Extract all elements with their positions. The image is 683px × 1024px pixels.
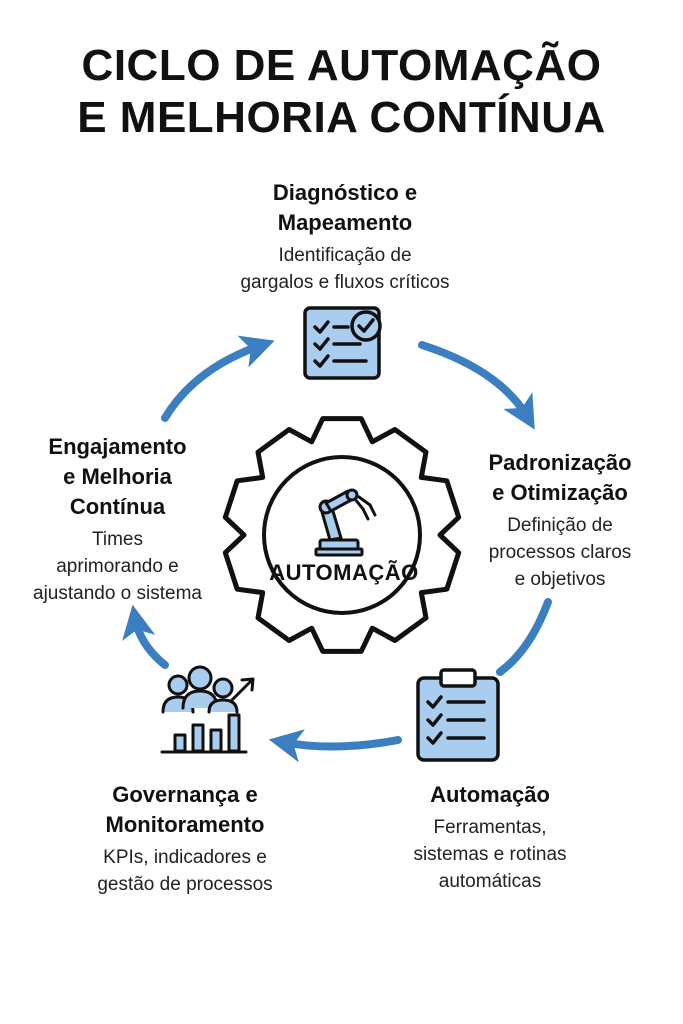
cycle-arrow-diag-to-pad (418, 341, 535, 430)
title-line-1: CICLO DE AUTOMAÇÃO (81, 41, 602, 90)
stage-desc-line: sistemas e rotinas (413, 844, 567, 865)
stage-engajamento: Engajamento e Melhoria Contínua Times ap… (10, 432, 225, 607)
stage-title: Engajamento e Melhoria Contínua (10, 432, 225, 522)
stage-title: Padronização e Otimização (455, 448, 665, 508)
page-title: CICLO DE AUTOMAÇÃO E MELHORIA CONTÍNUA (0, 40, 683, 144)
stage-desc-line: gargalos e fluxos críticos (240, 272, 450, 293)
center-label: AUTOMAÇÃO (269, 560, 419, 585)
stage-description: KPIs, indicadores e gestão de processos (70, 844, 300, 898)
stage-title-line: Engajamento (48, 434, 187, 459)
cycle-arrow-pad-to-aut (496, 598, 552, 676)
stage-desc-line: gestão de processos (97, 874, 273, 895)
stage-diagnostico: Diagnóstico e Mapeamento Identificação d… (205, 178, 485, 296)
stage-title-line: Governança e (112, 782, 258, 807)
stage-desc-line: Identificação de (278, 245, 412, 266)
robot-arm-icon (314, 488, 377, 557)
stage-automacao: Automação Ferramentas, sistemas e rotina… (385, 780, 595, 895)
stage-padronizacao: Padronização e Otimização Definição de p… (455, 448, 665, 593)
stage-desc-line: Times (91, 529, 144, 550)
stage-title: Governança e Monitoramento (70, 780, 300, 840)
stage-title-line: Contínua (69, 494, 166, 519)
stage-desc-line: Definição de (507, 515, 613, 536)
stage-title: Diagnóstico e Mapeamento (205, 178, 485, 238)
cycle-arrow-gov-to-eng (122, 604, 169, 669)
clipboard-checklist-icon (416, 668, 500, 762)
stage-title-line: Mapeamento (277, 210, 413, 235)
stage-desc-line: ajustando o sistema (33, 583, 202, 604)
stage-desc-line: Ferramentas, (433, 817, 547, 838)
stage-description: Times aprimorando e ajustando o sistema (10, 526, 225, 607)
cycle-arrow-eng-to-diag (161, 335, 275, 422)
stage-title-line: Padronização (488, 450, 632, 475)
cycle-arrow-aut-to-gov (268, 729, 402, 763)
stage-title-line: Automação (430, 782, 550, 807)
stage-description: Ferramentas, sistemas e rotinas automáti… (385, 814, 595, 895)
stage-title-line: Monitoramento (105, 812, 265, 837)
title-line-2: E MELHORIA CONTÍNUA (77, 93, 606, 142)
stage-desc-line: automáticas (438, 871, 542, 892)
stage-title: Automação (385, 780, 595, 810)
stage-description: Definição de processos claros e objetivo… (455, 512, 665, 593)
stage-desc-line: e objetivos (514, 569, 606, 590)
stage-desc-line: processos claros (488, 542, 632, 563)
stage-title-line: e Melhoria (63, 464, 172, 489)
checklist-check-icon (303, 306, 382, 380)
team-chart-icon (160, 665, 255, 754)
stage-title-line: Diagnóstico e (272, 180, 418, 205)
gear-icon (222, 416, 462, 654)
stage-desc-line: aprimorando e (56, 556, 179, 577)
stage-title-line: e Otimização (492, 480, 628, 505)
stage-description: Identificação de gargalos e fluxos críti… (205, 242, 485, 296)
stage-governanca: Governança e Monitoramento KPIs, indicad… (70, 780, 300, 898)
stage-desc-line: KPIs, indicadores e (103, 847, 267, 868)
